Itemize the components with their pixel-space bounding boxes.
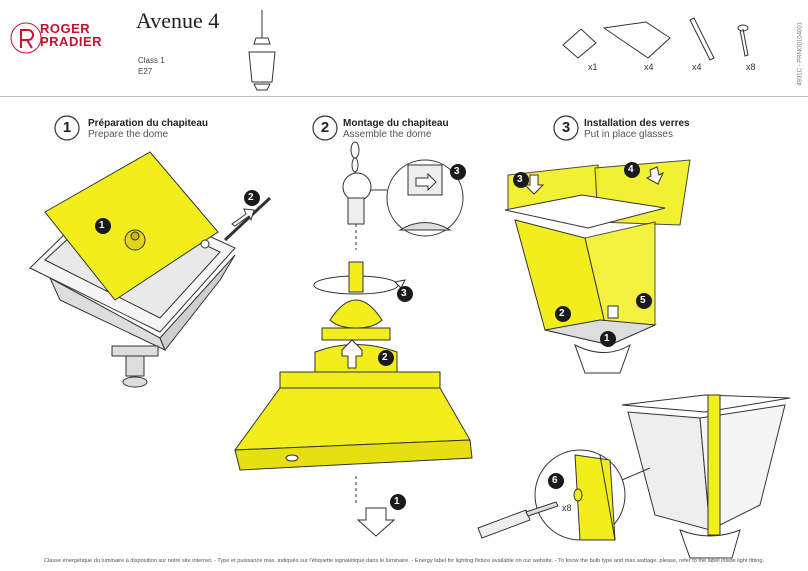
step3-title-en: Put in place glasses: [584, 129, 673, 140]
step1-title-en: Prepare the dome: [88, 129, 169, 140]
product-specs: Class 1 E27: [138, 55, 165, 77]
step1-number: 1: [62, 119, 72, 136]
callout-s3-4: 4: [628, 164, 634, 175]
step3-top-illustration: [504, 159, 691, 374]
callout-s2-1: 1: [394, 496, 400, 507]
step2-heading: Montage du chapiteau Assemble the dome: [343, 118, 449, 140]
step3-bottom-illustration: [477, 394, 791, 559]
callout-s2-3a: 3: [454, 166, 460, 177]
lantern-thumbnail-icon: [248, 10, 276, 91]
square-plate-icon: [562, 28, 597, 59]
kit-qty-glass: x4: [644, 62, 654, 72]
callout-s3-5: 5: [640, 295, 646, 306]
product-socket: E27: [138, 67, 153, 76]
callout-badges: [95, 162, 652, 510]
step2-title-fr: Montage du chapiteau: [343, 118, 449, 129]
reference-code: 4931C - PRNO0104001: [798, 22, 804, 86]
step3-heading: Installation des verres Put in place gla…: [584, 118, 690, 140]
callout-s1-2: 2: [248, 192, 254, 203]
product-title: Avenue 4: [136, 8, 220, 33]
brand-name-line2: PRADIER: [40, 34, 103, 49]
step3-title-fr: Installation des verres: [584, 118, 690, 129]
step1-illustration: [29, 151, 272, 388]
callout-s3-6: 6: [552, 475, 558, 486]
header-divider: [0, 96, 808, 97]
product-class: Class 1: [138, 56, 165, 65]
kit-qty-screw: x8: [746, 62, 756, 72]
screw-icon: [737, 24, 749, 57]
rod-icon: [689, 17, 715, 61]
step1-title-fr: Préparation du chapiteau: [88, 118, 209, 129]
brand-logo: [10, 22, 42, 54]
step1-heading: Préparation du chapiteau Prepare the dom…: [88, 118, 208, 140]
step-number-circles: [54, 115, 579, 141]
callout-s3-3: 3: [517, 174, 523, 185]
callout-s3-2: 2: [559, 308, 565, 319]
callout-s2-2: 2: [382, 352, 388, 363]
step3-number: 3: [561, 119, 571, 136]
callout-s1-1: 1: [99, 220, 105, 231]
brand-name: ROGER PRADIER: [40, 22, 102, 48]
callout-s3-1: 1: [604, 333, 610, 344]
step2-illustration: [233, 141, 473, 537]
kit-qty-rod: x4: [692, 62, 702, 72]
step2-title-en: Assemble the dome: [343, 129, 432, 140]
kit-qty-plate: x1: [588, 62, 598, 72]
screw-quantity: x8: [562, 503, 572, 513]
glass-pane-icon: [602, 21, 671, 59]
callout-s2-3b: 3: [401, 288, 407, 299]
brand-name-line1: ROGER: [40, 21, 91, 36]
step2-number: 2: [320, 119, 330, 136]
footer-note: Classe énergétique du luminaire à dispos…: [43, 558, 765, 564]
